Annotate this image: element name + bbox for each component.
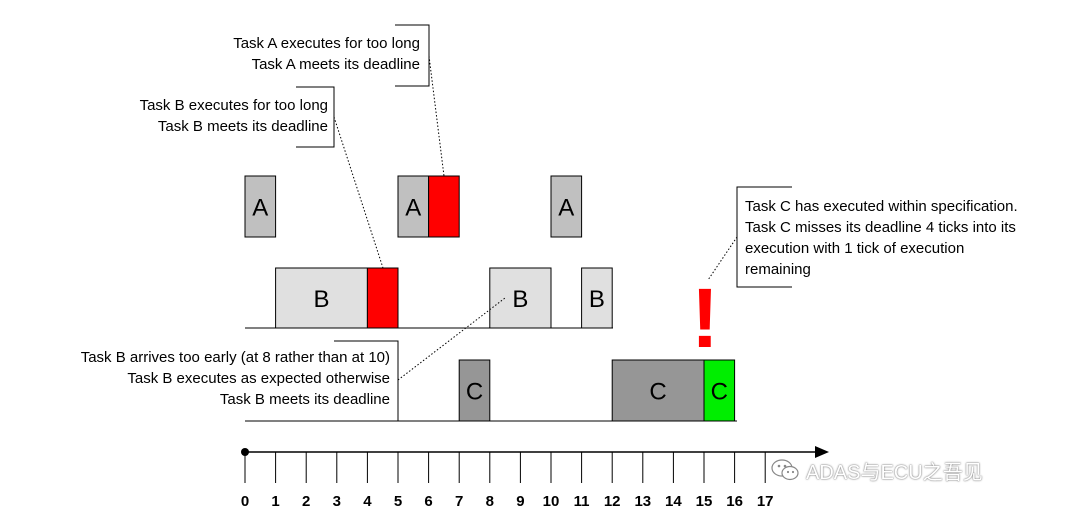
annotation-bracket [736,186,792,288]
axis-tick-label: 12 [604,493,621,510]
axis-tick-label: 16 [726,493,743,510]
annotation-leader-lines [333,55,738,381]
axis-tick-label: 1 [271,493,279,510]
annotation-leader [333,116,384,269]
axis-tick-label: 2 [302,493,310,510]
annotation-line: Task B meets its deadline [219,391,390,408]
wechat-icon [771,459,799,481]
task-c-block-ok [703,359,736,422]
task-b-block-normal [581,267,613,329]
annotation-line: Task B arrives too early (at 8 rather th… [80,349,390,366]
annotation-bracket [395,24,430,87]
annotation-brackets [296,24,792,422]
axis-tick-label: 13 [634,493,651,510]
task-c-label: C [649,379,666,406]
task-a-block-normal [550,175,583,238]
axis-tick-label: 10 [543,493,560,510]
task-c-label: C [466,379,483,406]
axis-tick-label: 4 [363,493,372,510]
annotation-leader [397,297,506,381]
task-a-block-normal [244,175,277,238]
task-c-block-normal [458,359,491,422]
annotation-task-b-early: Task B arrives too early (at 8 rather th… [20,347,390,410]
task-b-label: B [589,286,605,313]
axis-tick-label: 0 [241,493,249,510]
annotation-line: Task C misses its deadline 4 ticks into … [745,219,1016,236]
task-b-label: B [512,286,528,313]
annotation-line: Task A meets its deadline [251,56,420,73]
annotation-line: Task A executes for too long [233,35,420,52]
axis-tick-label: 14 [665,493,682,510]
task-b-label: B [313,286,329,313]
annotation-line: execution with 1 tick of execution [745,240,965,257]
annotation-line: Task B meets its deadline [157,118,328,135]
axis-arrow-icon [815,446,829,458]
task-b-block-overrun [366,267,399,329]
annotation-bracket [334,340,399,422]
task-a-block-overrun [428,175,460,238]
annotation-leader [428,55,445,177]
axis-tick-label: 9 [516,493,524,510]
task-a-label: A [252,195,268,222]
task-a-label: A [405,195,421,222]
axis-tick-label: 3 [333,493,341,510]
task-b-block-normal [489,267,552,329]
annotation-line: Task B executes as expected otherwise [127,370,390,387]
axis-tick-label: 11 [574,493,590,510]
annotation-line: remaining [745,261,811,278]
axis-tick-label: 17 [757,493,774,510]
watermark-text: ADAS与ECU之吾见 [806,461,983,484]
annotation-bracket [296,86,335,148]
axis-tick-label: 15 [696,493,713,510]
task-c-label: C [711,379,728,406]
task-a-label: A [558,195,574,222]
annotation-task-b-overrun: Task B executes for too long Task B meet… [96,95,328,137]
annotation-task-a: Task A executes for too long Task A meet… [190,33,420,75]
axis-tick-label: 8 [486,493,494,510]
annotation-line: Task B executes for too long [139,97,328,114]
task-b-block-normal [275,267,368,329]
annotation-leader [707,236,738,281]
annotation-line: Task C has executed within specification… [745,198,1018,215]
axis-tick-label: 7 [455,493,463,510]
axis-tick-label: 5 [394,493,402,510]
axis-tick-label: 6 [424,493,432,510]
watermark: ADAS与ECU之吾见 [770,456,983,484]
deadline-miss-alert-icon: ! [691,271,719,365]
task-blocks: A A A B B B C C C [244,175,736,422]
task-a-block-normal [397,175,430,238]
annotation-task-c: Task C has executed within specification… [745,196,1070,280]
